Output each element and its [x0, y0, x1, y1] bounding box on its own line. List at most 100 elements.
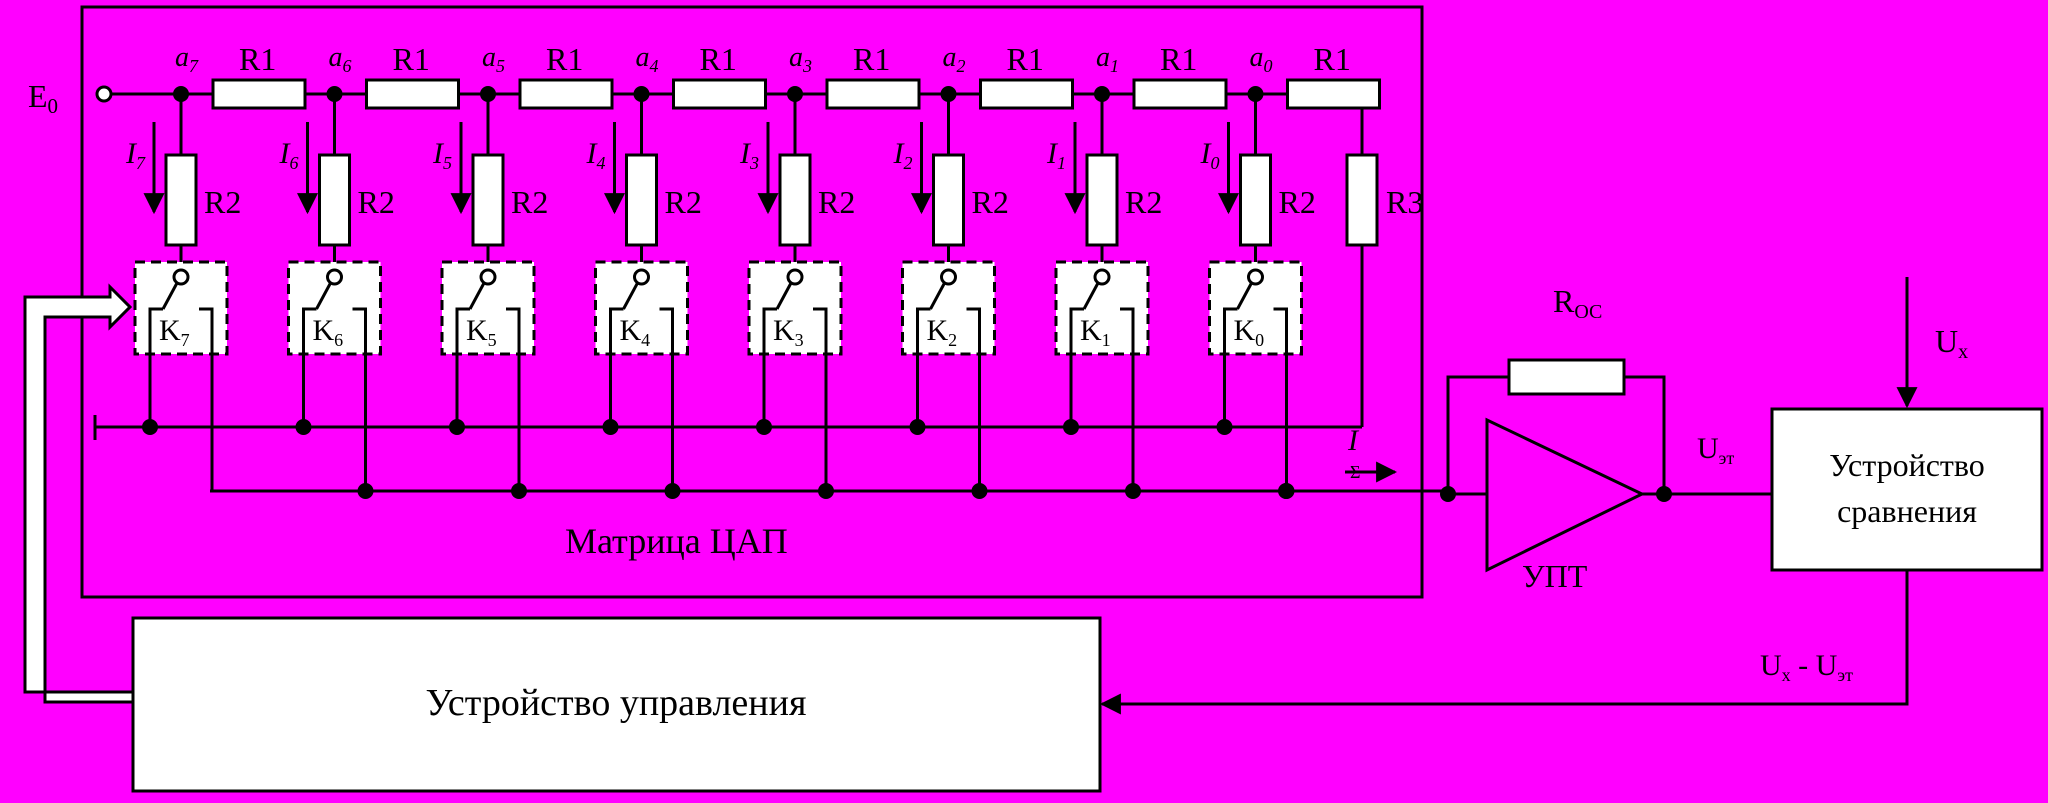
r1-label: R1 — [1314, 41, 1351, 77]
branch-current-label: I7 — [125, 137, 146, 173]
switch-blade — [622, 282, 639, 310]
switch-pivot — [326, 268, 343, 286]
switch-contact-right — [352, 307, 367, 354]
r2-label: R2 — [358, 184, 395, 220]
switch-blade — [161, 282, 179, 310]
switch-contact-right — [659, 307, 674, 354]
branch-current-label: I4 — [586, 137, 606, 173]
ux-label: Ux — [1935, 323, 1968, 363]
r1-label: R1 — [1007, 41, 1044, 77]
source-label: E0 — [28, 78, 58, 118]
switch-contact-left — [609, 307, 624, 354]
sum-node-dot — [664, 483, 681, 499]
ground-node-dot — [1063, 419, 1079, 435]
switch-contact-right — [199, 307, 214, 354]
branch-current-label: I1 — [1046, 137, 1066, 173]
switch-blade — [1236, 282, 1253, 310]
r2-resistor — [1085, 153, 1119, 247]
r3-label: R3 — [1386, 184, 1423, 220]
r1-resistor — [365, 78, 460, 110]
node-label: a2 — [943, 42, 966, 76]
feedback-label: RОС — [1553, 283, 1602, 323]
r2-label: R2 — [204, 184, 241, 220]
sum-node-dot — [357, 483, 374, 499]
difference-label: Ux - Uэт — [1760, 649, 1853, 685]
r2-resistor — [164, 153, 198, 247]
switch-pivot — [1093, 268, 1111, 286]
node-label: a6 — [329, 42, 352, 76]
sum-current-label: I — [1347, 424, 1360, 457]
ground-node-dot — [909, 419, 926, 435]
switch-contact-right — [1273, 307, 1288, 354]
feedback-wire-left — [1446, 375, 1509, 494]
r2-resistor — [1239, 153, 1272, 247]
ground-node-dot — [1216, 419, 1233, 435]
node-label: a0 — [1250, 42, 1273, 76]
r2-label: R2 — [1125, 184, 1162, 220]
difference-wire — [1099, 570, 1909, 715]
switch-pivot — [786, 268, 804, 286]
switch-contact-right — [966, 307, 981, 354]
resistor-ladder: R1a7R2I7K7R1a6R2I6K6R1a5R2I5K5R1a4R2I4K4… — [125, 41, 1381, 499]
r1-label: R1 — [546, 41, 583, 77]
switch-label: K2 — [927, 314, 958, 350]
node-label: a1 — [1096, 42, 1119, 76]
amplifier-triangle — [1485, 417, 1646, 573]
amplifier-label: УПТ — [1522, 558, 1588, 594]
switch-label: K1 — [1080, 314, 1111, 350]
switch-label: K4 — [620, 314, 651, 350]
sum-node-dot — [1278, 483, 1294, 499]
switch-contact-left — [762, 307, 777, 354]
sum-node-dot — [511, 483, 527, 499]
switch-label: K0 — [1234, 314, 1265, 350]
control-unit-box — [131, 616, 1102, 793]
comparator-label-line1: Устройство — [1829, 447, 1985, 483]
comparator-box — [1770, 407, 2044, 572]
r2-label: R2 — [1279, 184, 1316, 220]
node-label: a4 — [636, 42, 659, 76]
r1-label: R1 — [1160, 41, 1197, 77]
switch-contact-left — [455, 307, 470, 354]
switch-label: K7 — [159, 314, 190, 350]
r2-resistor — [625, 153, 658, 247]
switch-pivot — [172, 268, 190, 286]
r3-resistor — [1345, 153, 1379, 247]
r1-resistor — [1132, 78, 1228, 110]
r2-label: R2 — [511, 184, 548, 220]
sum-node-dot — [818, 483, 834, 499]
sum-node-dot — [971, 483, 988, 499]
r1-label: R1 — [239, 41, 276, 77]
switch-contact-right — [1120, 307, 1135, 354]
switch-blade — [468, 282, 486, 310]
switch-pivot — [1247, 268, 1264, 286]
r2-resistor — [778, 153, 812, 247]
switch-label: K5 — [466, 314, 497, 350]
switch-blade — [929, 282, 946, 310]
feedback-wire-right — [1624, 375, 1666, 494]
r1-resistor — [1286, 78, 1381, 110]
r1-resistor — [518, 78, 614, 110]
branch-current-label: I5 — [432, 137, 452, 173]
branch-current-label: I0 — [1200, 137, 1220, 173]
switch-blade — [775, 282, 793, 310]
branch-current-label: I2 — [893, 137, 913, 173]
switch-pivot — [633, 268, 650, 286]
ground-node-dot — [756, 419, 772, 435]
node-label: a3 — [789, 42, 812, 76]
r1-resistor — [825, 78, 921, 110]
switch-contact-left — [916, 307, 931, 354]
switch-label: K3 — [773, 314, 804, 350]
node-label: a7 — [175, 42, 199, 76]
comparator-label-line2: сравнения — [1837, 493, 1977, 529]
r1-label: R1 — [700, 41, 737, 77]
branch-current-label: I3 — [739, 137, 759, 173]
branch-current-label: I6 — [279, 137, 299, 173]
feedback-resistor — [1507, 358, 1626, 396]
switch-contact-right — [813, 307, 828, 354]
switch-contact-right — [506, 307, 521, 354]
r1-resistor — [211, 78, 307, 110]
r1-label: R1 — [853, 41, 890, 77]
e0-terminal — [95, 85, 113, 103]
